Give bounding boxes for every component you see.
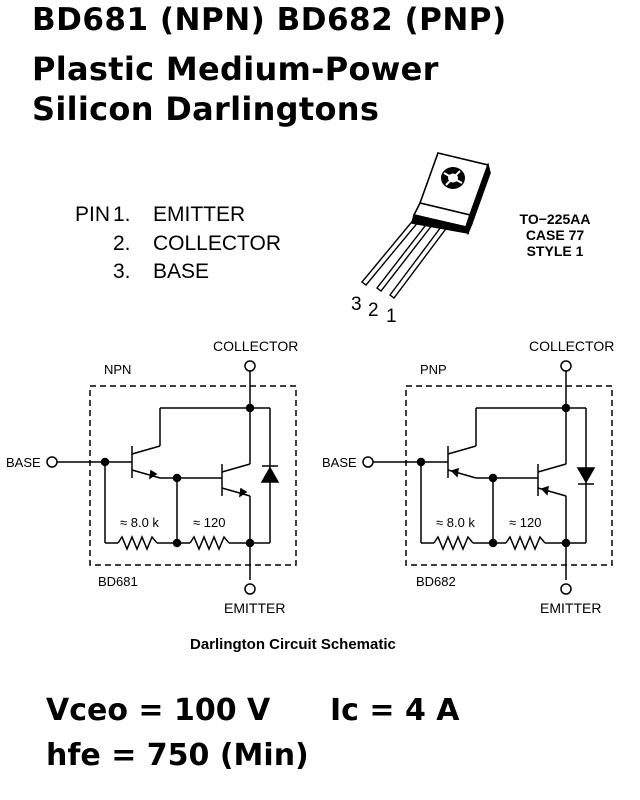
- npn-r2-label: ≈ 120: [193, 515, 225, 530]
- pin-3-number: 3.: [113, 260, 131, 283]
- npn-r1-label: ≈ 8.0 k: [120, 515, 159, 530]
- package-code: TO−225AA: [519, 211, 591, 227]
- npn-collector-label: COLLECTOR: [213, 338, 298, 354]
- pnp-collector-label: COLLECTOR: [529, 338, 614, 354]
- lead-label-2: 2: [368, 300, 379, 321]
- pnp-base-terminal: [362, 456, 374, 468]
- npn-type-label: NPN: [104, 362, 131, 377]
- npn-base-terminal: [46, 456, 58, 468]
- lead-label-3: 3: [351, 294, 362, 315]
- spec-ic: Ic = 4 A: [330, 693, 460, 728]
- pnp-schematic: COLLECTOR PNP BASE ≈ 8.0 k ≈ 120 BD682 E…: [322, 338, 614, 616]
- npn-part-label: BD681: [98, 574, 138, 589]
- pnp-type-label: PNP: [420, 362, 447, 377]
- pin-2-number: 2.: [113, 232, 131, 255]
- pin-2-name: COLLECTOR: [153, 232, 281, 255]
- pnp-r1-label: ≈ 8.0 k: [436, 515, 475, 530]
- spec-vceo: Vceo = 100 V: [46, 693, 271, 728]
- npn-collector-terminal: [244, 360, 256, 372]
- npn-emitter-label: EMITTER: [224, 600, 285, 616]
- schematic-caption: Darlington Circuit Schematic: [190, 636, 396, 653]
- pnp-diode-icon: [576, 467, 596, 484]
- pnp-base-label: BASE: [322, 455, 357, 470]
- npn-diode-icon: [260, 466, 280, 483]
- pin-1-number: 1.: [113, 203, 131, 226]
- npn-base-label: BASE: [6, 455, 41, 470]
- pin-prefix: PIN: [75, 203, 111, 226]
- package-label: TO−225AA CASE 77 STYLE 1: [510, 211, 600, 259]
- package-style: STYLE 1: [526, 243, 584, 259]
- pnp-emitter-label: EMITTER: [540, 600, 601, 616]
- pnp-package-outline: [405, 385, 613, 566]
- pin-3-name: BASE: [153, 260, 210, 283]
- npn-q1-emitter-arrow: [149, 469, 158, 480]
- npn-q2-emitter-arrow: [239, 487, 248, 498]
- npn-schematic: COLLECTOR NPN BASE ≈ 8.0 k ≈ 120 BD681 E…: [6, 338, 298, 616]
- pnp-collector-terminal: [560, 360, 572, 372]
- pnp-q1-emitter-arrow: [450, 467, 459, 478]
- npn-package-outline: [89, 385, 297, 566]
- npn-emitter-terminal: [244, 583, 256, 595]
- pnp-r2-label: ≈ 120: [509, 515, 541, 530]
- pnp-q2-emitter-arrow: [540, 485, 549, 496]
- lead-label-1: 1: [386, 306, 397, 327]
- to225-package-drawing: [360, 152, 491, 299]
- spec-hfe: hfe = 750 (Min): [46, 738, 309, 773]
- pnp-part-label: BD682: [416, 574, 456, 589]
- pnp-emitter-terminal: [560, 583, 572, 595]
- subtitle-line-2: Silicon Darlingtons: [32, 90, 380, 128]
- pin-1-name: EMITTER: [153, 203, 246, 226]
- part-title: BD681 (NPN) BD682 (PNP): [32, 2, 507, 38]
- package-case: CASE 77: [525, 227, 585, 243]
- subtitle-line-1: Plastic Medium-Power: [32, 50, 439, 88]
